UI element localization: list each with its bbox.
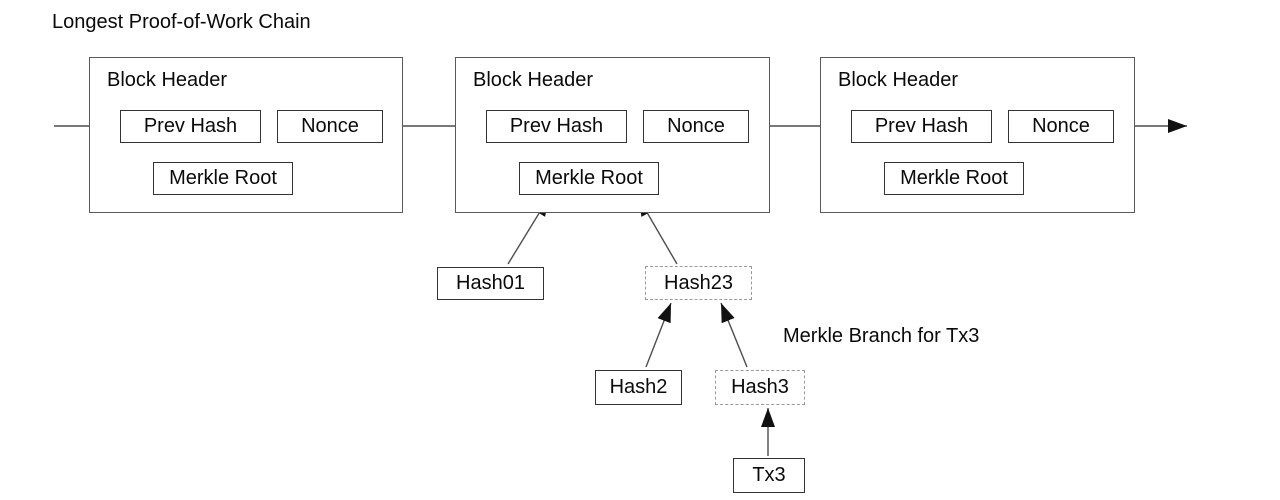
hash01-box: Hash01 [437,267,544,300]
block3-prev-hash-box: Prev Hash [851,110,992,143]
block2-nonce-box: Nonce [643,110,749,143]
block1-nonce-box: Nonce [277,110,383,143]
arrow-hash2-to-hash23 [645,302,672,368]
block3-nonce-box: Nonce [1008,110,1114,143]
hash2-box: Hash2 [595,370,682,405]
block2-merkle-root-box: Merkle Root [519,162,659,195]
block-header-2: Block Header Prev Hash Nonce Merkle Root [455,57,770,213]
block-header-3-label: Block Header [838,69,959,91]
block-header-2-label: Block Header [473,69,594,91]
arrow-hash3-to-hash23 [720,302,748,368]
block1-prev-hash-box: Prev Hash [120,110,261,143]
hash23-box: Hash23 [645,266,752,300]
hash3-box: Hash3 [715,370,805,405]
block1-merkle-root-box: Merkle Root [153,162,293,195]
merkle-branch-label: Merkle Branch for Tx3 [783,325,980,347]
tx3-box: Tx3 [733,458,805,493]
block2-prev-hash-box: Prev Hash [486,110,627,143]
block-header-1: Block Header Prev Hash Nonce Merkle Root [89,57,403,213]
diagram-title: Longest Proof-of-Work Chain [52,11,311,33]
block-header-1-label: Block Header [107,69,228,91]
block3-merkle-root-box: Merkle Root [884,162,1024,195]
block-header-3: Block Header Prev Hash Nonce Merkle Root [820,57,1135,213]
